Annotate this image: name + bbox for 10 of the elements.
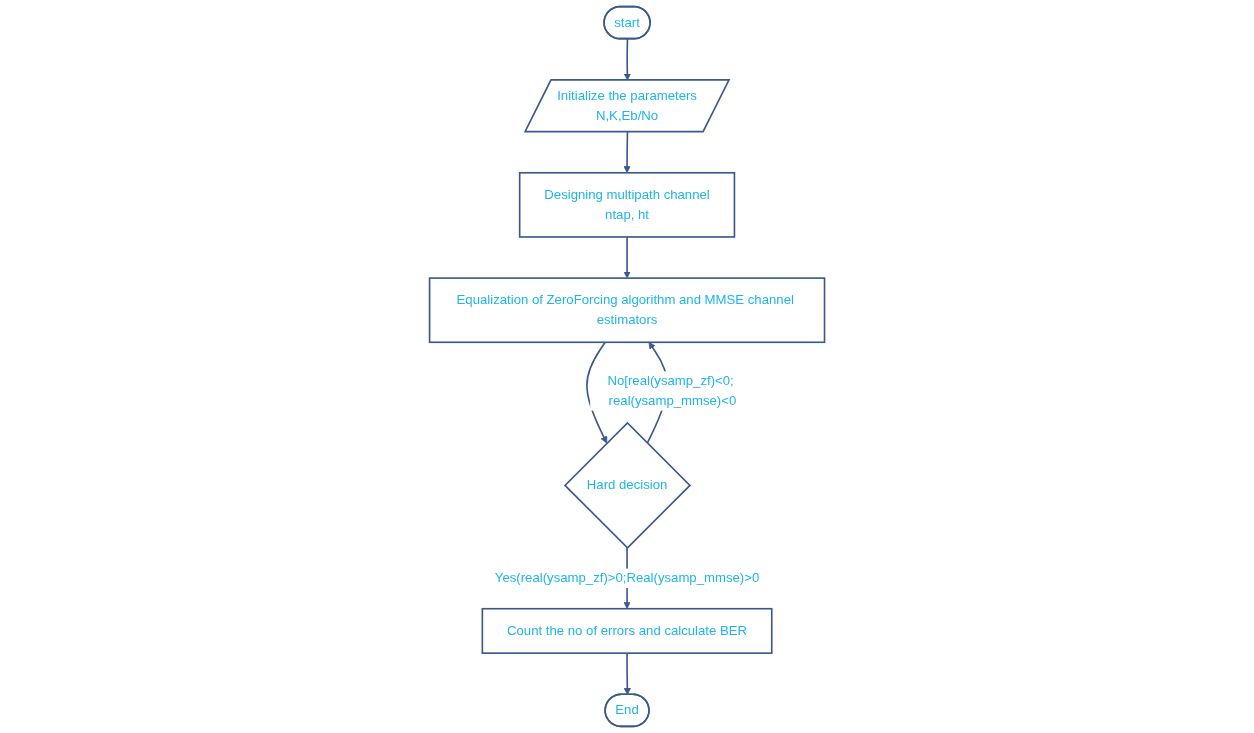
arrow bbox=[586, 341, 608, 444]
node-box: Designing multipath channel ntap, ht bbox=[518, 171, 736, 238]
node-diamond: Hard decision bbox=[563, 421, 692, 550]
edge-label: Yes(real(ysamp_zf)>0;Real(ysamp_mmse)>0 bbox=[494, 570, 760, 585]
node-box: Equalization of ZeroForcing algorithm and MMSE channel estimators bbox=[428, 277, 826, 344]
arrow bbox=[623, 131, 631, 174]
edge-label: No[real(ysamp_zf)<0; real(ysamp_mmse)<0 bbox=[607, 373, 737, 408]
arrow bbox=[623, 652, 631, 696]
node-box: Count the no of errors and calculate BER bbox=[481, 607, 773, 654]
arrow bbox=[623, 236, 631, 279]
